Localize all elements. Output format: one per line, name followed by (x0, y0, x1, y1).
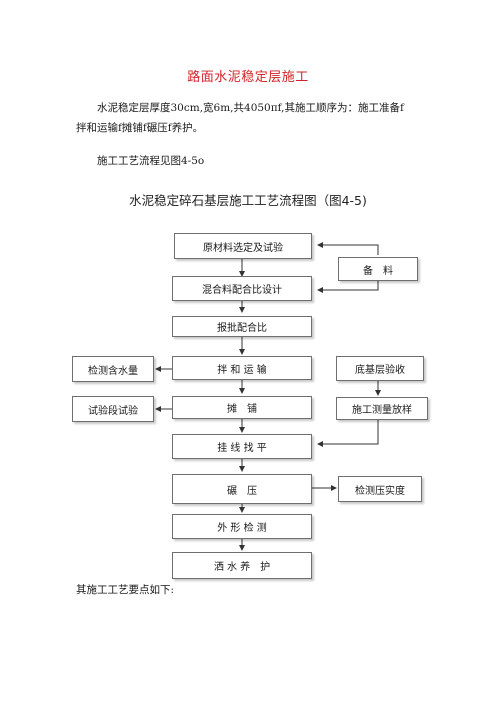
flow-side-label: 底基层验收 (355, 365, 405, 376)
flow-step-label: 外 形 检 测 (217, 523, 267, 534)
flow-side-survey-layout: 施工测量放样 (336, 397, 428, 420)
intro-line-2: 拌和运输f摊铺f碾压f养护。 (76, 122, 204, 134)
flow-side-label: 检测含水量 (88, 365, 138, 377)
flow-step-mix-design: 混合料配合比设计 (172, 276, 312, 301)
intro-line-1: 水泥稳定层厚度30cm,宽6m,共4050πf,其施工顺序为：施工准备f (97, 102, 404, 114)
flow-step-shape-inspection: 外 形 检 测 (172, 514, 312, 539)
footer-text: 其施工工艺要点如下: (76, 584, 175, 596)
flow-side-compaction-test: 检测压实度 (338, 476, 422, 502)
intro-paragraph: 水泥稳定层厚度30cm,宽6m,共4050πf,其施工顺序为：施工准备f 拌和运… (76, 98, 428, 138)
flow-step-label: 混合料配合比设计 (202, 285, 282, 296)
flow-step-compaction: 碾 压 (172, 474, 312, 504)
flow-step-mixing-transport: 拌 和 运 输 (172, 356, 312, 380)
flow-side-label: 检测压实度 (355, 485, 405, 497)
flow-side-label: 备 料 (363, 265, 393, 277)
flow-step-label: 报批配合比 (217, 323, 267, 334)
flow-step-label: 洒 水 养 护 (213, 562, 271, 573)
flow-reference-paragraph: 施工工艺流程见图4-5o (76, 151, 428, 171)
figure-caption: 水泥稳定碎石基层施工工艺流程图（图4-5) (129, 193, 367, 208)
flow-side-trial-section: 试验段试验 (72, 396, 154, 422)
flow-side-label: 施工测量放样 (352, 405, 412, 416)
flow-step-approval: 报批配合比 (172, 316, 312, 337)
flow-step-label: 拌 和 运 输 (217, 364, 267, 376)
flow-side-subbase-acceptance: 底基层验收 (336, 356, 424, 381)
flow-side-material-prep: 备 料 (338, 257, 418, 281)
flow-reference-text: 施工工艺流程见图4-5o (97, 155, 205, 167)
flow-step-label: 摊 铺 (227, 404, 257, 415)
flow-step-label: 碾 压 (227, 485, 257, 497)
flow-side-moisture-check: 检测含水量 (72, 356, 154, 382)
flow-step-raw-material: 原材料选定及试验 (174, 233, 312, 259)
document-title: 路面水泥稳定层施工 (187, 70, 309, 85)
flow-side-label: 试验段试验 (88, 405, 138, 417)
flow-step-paving: 摊 铺 (172, 396, 312, 419)
flow-step-leveling: 挂 线 找 平 (172, 434, 312, 459)
flow-step-label: 原材料选定及试验 (203, 242, 283, 254)
flow-step-curing: 洒 水 养 护 (172, 552, 312, 579)
flow-step-label: 挂 线 找 平 (217, 443, 267, 454)
